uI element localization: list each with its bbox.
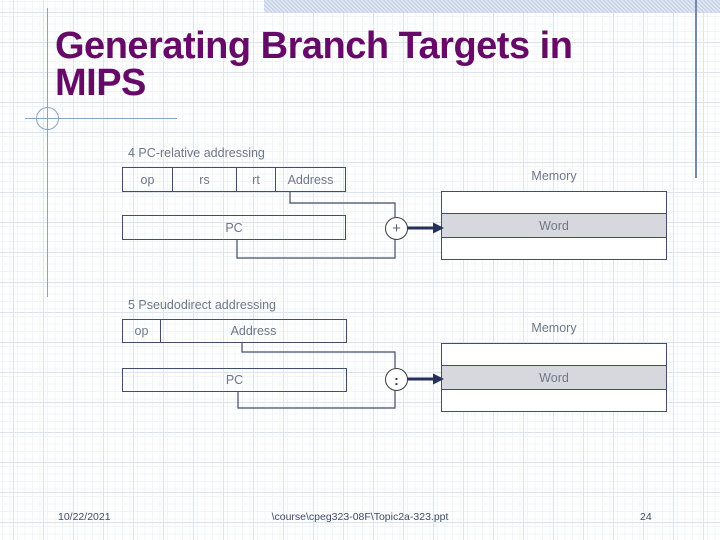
d1-instruction-format-box: op rs rt Address — [122, 167, 346, 192]
d2-heading: 5 Pseudodirect addressing — [128, 298, 277, 312]
footer-path: \course\cpeg323-08F\Topic2a-323.ppt — [271, 511, 449, 523]
d2-memory-row-bottom — [442, 390, 666, 411]
d1-pc-to-adder-connector — [236, 239, 396, 259]
d1-heading: 4 PC-relative addressing — [128, 146, 265, 160]
d2-memory-box: Word — [441, 343, 667, 412]
d1-memory-box: Word — [441, 191, 667, 260]
d1-memory-word-row: Word — [442, 213, 666, 238]
d2-memory-label: Memory — [531, 321, 577, 335]
title-underline — [25, 118, 177, 119]
d1-field-rt: rt — [236, 168, 275, 191]
d2-word-label: Word — [539, 370, 569, 385]
d1-address-to-adder-connector — [289, 192, 396, 217]
page-title: Generating Branch Targets in MIPS — [55, 25, 573, 104]
d2-instruction-format-box: op Address — [122, 319, 347, 343]
d1-field-rs: rs — [172, 168, 236, 191]
d2-concat-circle: : — [385, 368, 408, 391]
footer-page-number: 24 — [640, 511, 652, 523]
d1-pc-box: PC — [122, 215, 346, 240]
compass-mark-icon — [36, 107, 59, 130]
footer-date: 10/22/2021 — [58, 511, 111, 523]
d1-memory-row-top — [442, 192, 666, 213]
right-rule-line — [695, 0, 697, 178]
d2-concat-operator: : — [394, 371, 399, 388]
top-accent-bar — [264, 0, 720, 13]
d1-adder-circle: + — [385, 217, 408, 240]
d2-pc-to-concat-connector — [237, 390, 396, 409]
d1-memory-row-bottom — [442, 238, 666, 259]
d2-field-op: op — [134, 324, 149, 338]
d1-adder-operator: + — [392, 220, 401, 237]
d1-word-label: Word — [539, 218, 569, 233]
left-rule-line — [47, 8, 48, 297]
d2-memory-row-top — [442, 344, 666, 365]
d2-field-address: Address — [160, 320, 346, 342]
d1-field-op: op — [140, 172, 155, 187]
d2-pc-box: PC — [122, 368, 347, 392]
d1-memory-label: Memory — [531, 169, 577, 183]
d1-field-address: Address — [275, 168, 345, 191]
d2-address-to-concat-connector — [241, 343, 396, 368]
d2-memory-word-row: Word — [442, 365, 666, 390]
